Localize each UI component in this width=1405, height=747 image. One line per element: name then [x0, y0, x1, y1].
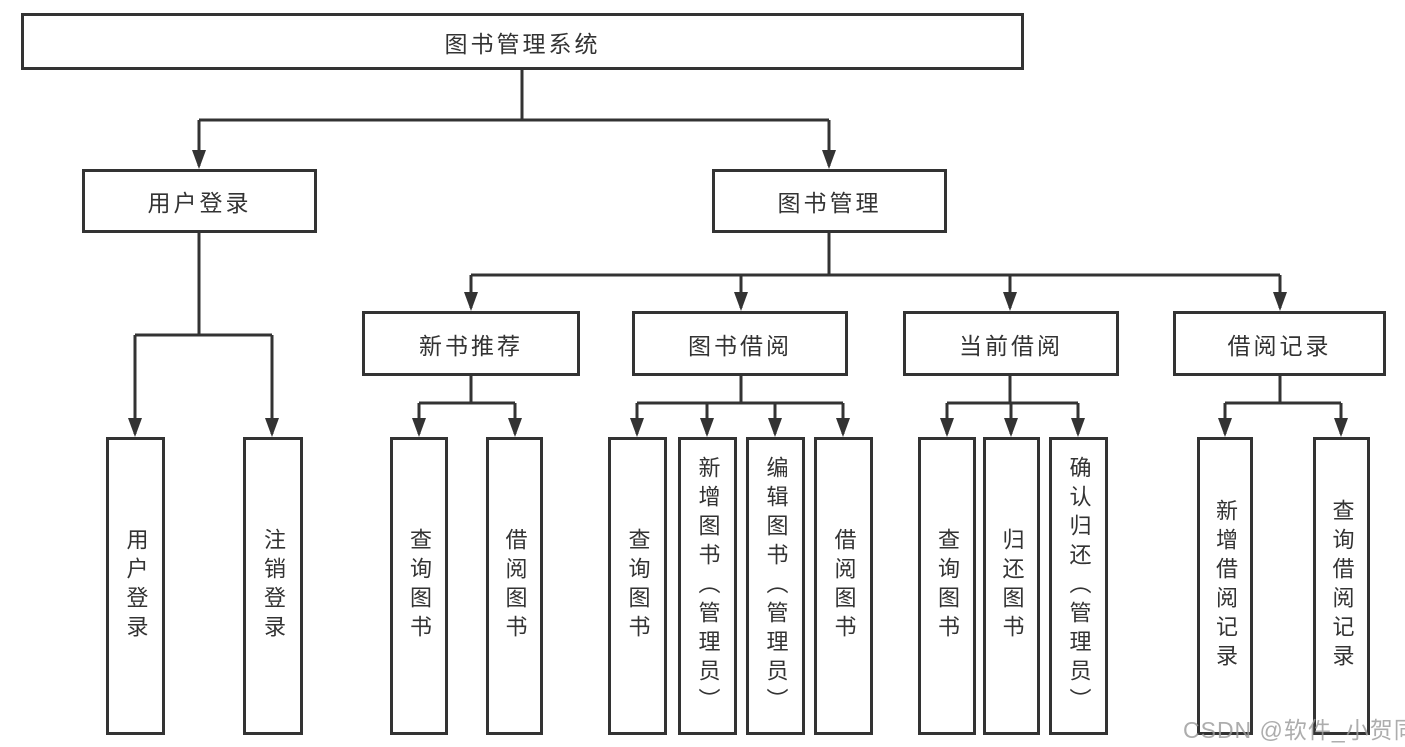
node-label: 编辑图书（管理员） — [763, 455, 789, 717]
arrowheads — [128, 150, 1348, 437]
node-book-borrowing: 图书借阅 — [632, 311, 848, 376]
node-label: 新书推荐 — [419, 332, 523, 359]
arrow-down-icon — [700, 418, 714, 437]
node-label: 确认归还（管理员） — [1066, 455, 1092, 717]
node-current-borrowing: 当前借阅 — [903, 311, 1119, 376]
node-leaf-borrow-books-2: 借阅图书 — [814, 437, 873, 735]
node-library-management-system: 图书管理系统 — [21, 13, 1024, 70]
csdn-watermark: CSDN @软件_小贺同学 — [1183, 717, 1405, 743]
node-leaf-query-borrow-record: 查询借阅记录 — [1313, 437, 1370, 735]
node-leaf-add-borrow-record: 新增借阅记录 — [1197, 437, 1253, 735]
connector-book-borrow-split — [635, 375, 845, 434]
arrow-down-icon — [630, 418, 644, 437]
arrow-down-icon — [836, 418, 850, 437]
node-book-management: 图书管理 — [712, 169, 947, 233]
node-label: 归还图书 — [999, 528, 1025, 644]
connector-book-mgmt-split — [469, 233, 1282, 308]
node-leaf-query-books-3: 查询图书 — [918, 437, 976, 735]
arrow-down-icon — [734, 292, 748, 311]
node-label: 借阅图书 — [831, 528, 857, 644]
arrow-down-icon — [464, 292, 478, 311]
arrow-down-icon — [940, 418, 954, 437]
node-label: 查询借阅记录 — [1329, 499, 1355, 673]
node-label: 当前借阅 — [959, 332, 1063, 359]
arrow-down-icon — [265, 418, 279, 437]
arrow-down-icon — [128, 418, 142, 437]
arrow-down-icon — [1004, 418, 1018, 437]
node-label: 用户登录 — [147, 190, 252, 216]
connector-borrow-record-split — [1223, 375, 1343, 434]
connector-new-book-split — [417, 375, 517, 434]
node-label: 新增图书（管理员） — [695, 455, 721, 717]
node-label: 图书管理系统 — [444, 30, 601, 57]
node-leaf-borrow-books-1: 借阅图书 — [486, 437, 543, 735]
node-label: 注销登录 — [261, 528, 286, 644]
node-borrowing-records: 借阅记录 — [1173, 311, 1386, 376]
node-leaf-edit-book-admin: 编辑图书（管理员） — [746, 437, 805, 735]
node-label: 用户登录 — [123, 528, 149, 644]
arrow-down-icon — [508, 418, 522, 437]
node-user-login: 用户登录 — [82, 169, 317, 233]
node-leaf-logout: 注销登录 — [243, 437, 303, 735]
node-label: 图书管理 — [777, 190, 882, 216]
node-label: 查询图书 — [625, 528, 651, 644]
arrow-down-icon — [1218, 418, 1232, 437]
node-new-book-recommendation: 新书推荐 — [362, 311, 580, 376]
arrow-down-icon — [192, 150, 206, 169]
node-leaf-return-books: 归还图书 — [983, 437, 1040, 735]
node-leaf-query-books-2: 查询图书 — [608, 437, 667, 735]
node-leaf-query-books-1: 查询图书 — [390, 437, 448, 735]
arrow-down-icon — [1273, 292, 1287, 311]
arrow-down-icon — [412, 418, 426, 437]
arrow-down-icon — [1071, 418, 1085, 437]
node-label: 查询图书 — [407, 528, 432, 644]
node-label: 图书借阅 — [688, 332, 792, 359]
connector-user-login-split — [133, 233, 274, 434]
node-label: 新增借阅记录 — [1213, 499, 1238, 673]
connector-root-split — [197, 69, 831, 166]
arrow-down-icon — [1003, 292, 1017, 311]
node-leaf-confirm-return-admin: 确认归还（管理员） — [1049, 437, 1108, 735]
node-leaf-add-book-admin: 新增图书（管理员） — [678, 437, 737, 735]
node-leaf-user-login: 用户登录 — [106, 437, 165, 735]
node-label: 借阅记录 — [1227, 332, 1332, 359]
node-label: 查询图书 — [935, 528, 960, 644]
arrow-down-icon — [1334, 418, 1348, 437]
arrow-down-icon — [822, 150, 836, 169]
node-label: 借阅图书 — [502, 528, 528, 644]
arrow-down-icon — [768, 418, 782, 437]
